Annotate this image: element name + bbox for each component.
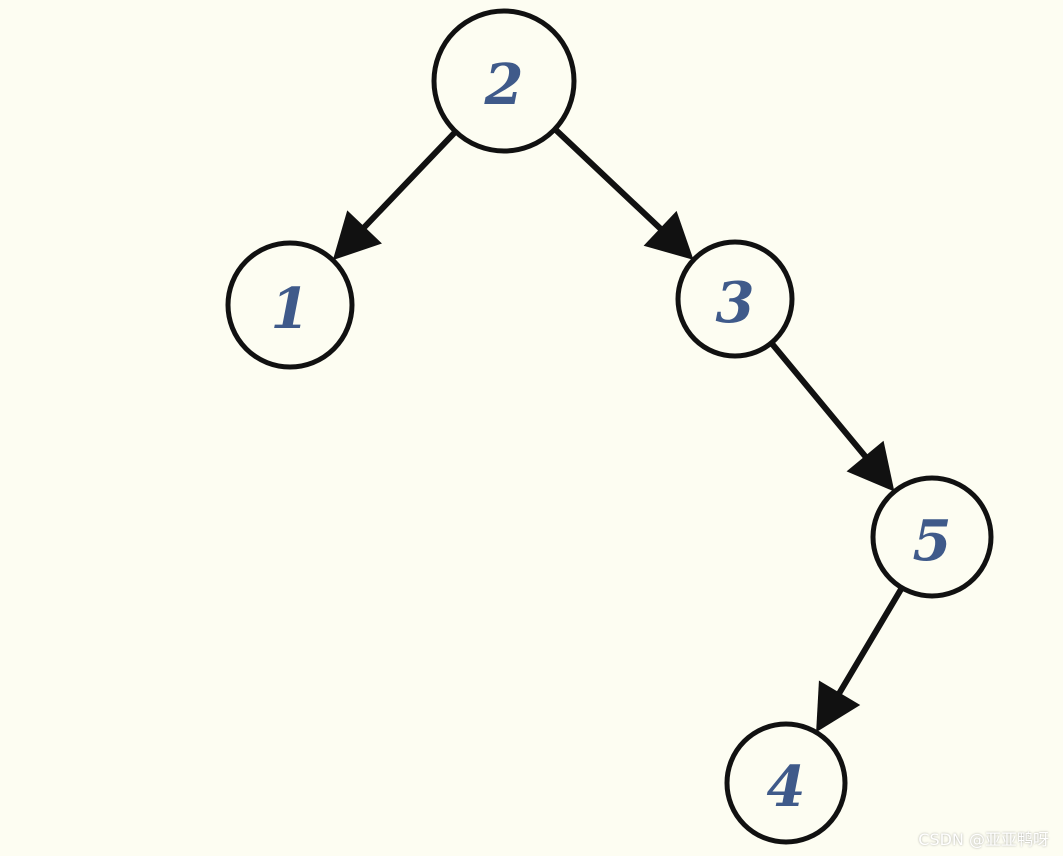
node-circle: [675, 239, 795, 359]
tree-node-3: 3: [675, 239, 795, 359]
node-circle: [870, 475, 994, 599]
edge-line: [834, 584, 905, 700]
tree-node-2: 2: [431, 8, 577, 154]
edges-layer: [332, 126, 905, 733]
edge-n2-n1: [332, 128, 459, 261]
tree-node-1: 1: [225, 240, 355, 370]
tree-node-4: 4: [724, 721, 848, 845]
node-label: 2: [484, 52, 524, 118]
node-circle: [724, 721, 848, 845]
node-label: 5: [913, 508, 952, 574]
edge-line: [358, 128, 459, 233]
watermark: CSDN @亚亚鸭呀: [918, 830, 1049, 849]
node-label: 3: [716, 270, 755, 336]
edge-n2-n3: [551, 126, 694, 260]
node-label: 1: [271, 276, 310, 342]
tree-node-5: 5: [870, 475, 994, 599]
node-label: 4: [767, 754, 806, 820]
arrow-head: [816, 680, 861, 733]
edge-line: [768, 339, 871, 463]
arrow-head: [332, 210, 382, 261]
arrow-head: [643, 210, 694, 260]
nodes-layer: 2 1 3 5 4: [225, 8, 994, 845]
edge-line: [551, 126, 666, 235]
node-circle: [225, 240, 355, 370]
arrow-head: [846, 440, 895, 492]
edge-n5-n4: [816, 584, 905, 733]
edge-n3-n5: [768, 339, 895, 492]
node-circle: [431, 8, 577, 154]
